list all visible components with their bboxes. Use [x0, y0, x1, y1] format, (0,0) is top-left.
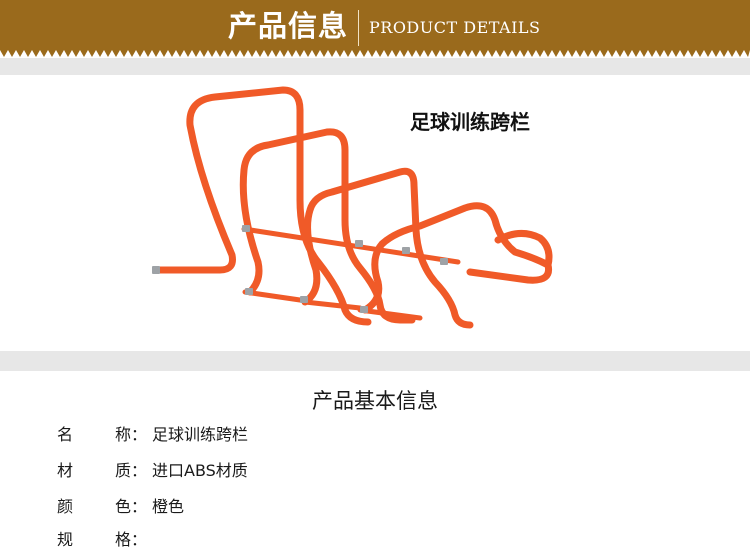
rail-end-cap: [360, 306, 368, 313]
header-banner: 产品信息 PRODUCT DETAILS: [0, 0, 750, 50]
hurdles-image: [152, 86, 553, 329]
row-label-second: 称：: [115, 425, 148, 444]
info-heading: 产品基本信息: [312, 389, 438, 413]
top-gray-band: [0, 58, 750, 75]
banner-divider: [358, 10, 359, 46]
row-label-first: 规: [57, 530, 74, 549]
rail-end-cap: [402, 247, 410, 254]
rail-end-cap: [440, 258, 448, 265]
row-label-first: 材: [57, 461, 74, 480]
row-label-second: 质：: [115, 461, 148, 480]
bottom-gray-band: [0, 351, 750, 371]
row-label-second: 色：: [115, 497, 148, 516]
hurdle-smallest-loop: [494, 230, 553, 269]
banner-title: 产品信息: [228, 9, 349, 43]
row-value: 进口ABS材质: [152, 461, 248, 480]
hurdle-medium: [239, 128, 416, 324]
banner-zigzag-edge: [0, 50, 750, 57]
hurdle-small: [301, 167, 474, 329]
row-value: 橙色: [152, 497, 185, 516]
hurdle-rail: [242, 289, 303, 303]
rail-end-cap: [300, 296, 308, 303]
info-row-spec: 规 格：: [0, 528, 750, 552]
info-row-material: 材 质： 进口ABS材质: [0, 459, 750, 483]
product-caption: 足球训练跨栏: [410, 110, 530, 134]
hurdle-large: [156, 86, 372, 326]
rail-end-cap: [152, 266, 160, 274]
banner-subtitle: PRODUCT DETAILS: [369, 18, 541, 37]
hurdle-rail: [302, 299, 363, 311]
info-row-name: 名 称： 足球训练跨栏: [0, 423, 750, 447]
info-row-color: 颜 色： 橙色: [0, 495, 750, 519]
rail-end-cap: [242, 225, 250, 232]
row-label-first: 颜: [57, 497, 74, 516]
hurdle-smallest: [361, 202, 553, 314]
rail-end-cap: [245, 288, 253, 295]
rail-end-cap: [355, 240, 363, 247]
row-label-first: 名: [57, 425, 74, 444]
row-value: 足球训练跨栏: [152, 425, 249, 444]
row-label-second: 格：: [115, 530, 148, 549]
